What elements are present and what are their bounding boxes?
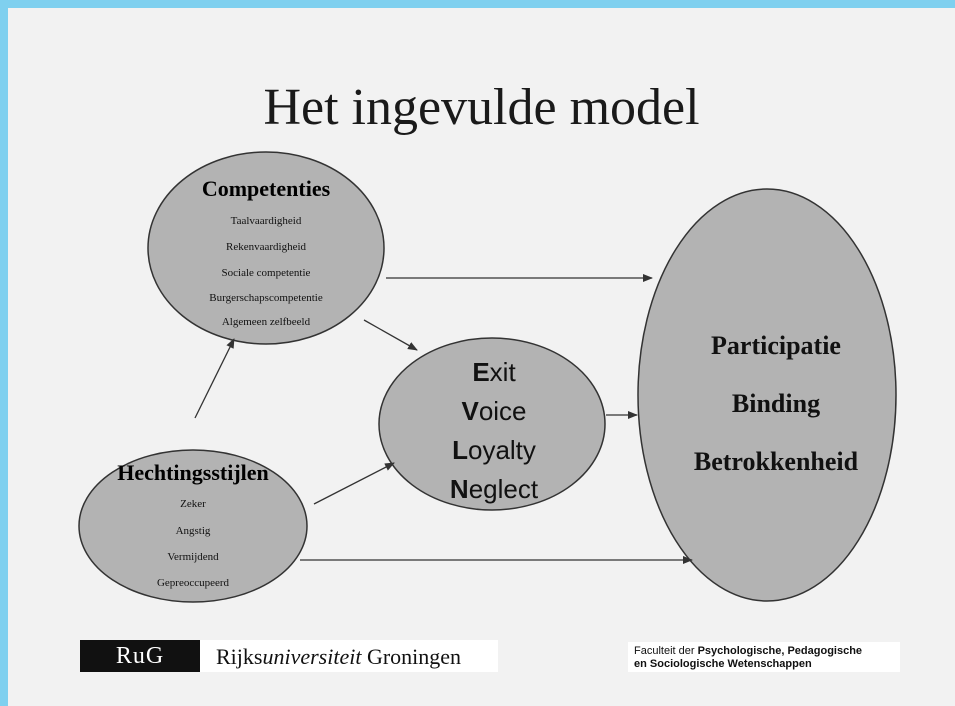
hechtingsstijlen-item: Angstig [176, 525, 211, 537]
faculty-label: Faculteit der Psychologische, Pedagogisc… [628, 642, 900, 672]
competenties-item: Sociale competentie [222, 267, 311, 279]
slide: Het ingevulde model Competenties Taalvaa… [8, 8, 955, 706]
competenties-item: Taalvaardigheid [231, 215, 302, 227]
rug-logo-abbr: RuG [115, 642, 165, 669]
model-diagram: Competenties Taalvaardigheid Rekenvaardi… [78, 151, 897, 603]
faculty-line-2: en Sociologische Wetenschappen [634, 658, 812, 670]
outcome-betrokkenheid: Betrokkenheid [694, 447, 859, 476]
competenties-item: Burgerschapscompetentie [209, 292, 323, 304]
evln-voice: Voice [461, 396, 526, 426]
university-name: Rijksuniversiteit Groningen [216, 644, 462, 669]
arrow-hecht-to-evln [313, 462, 395, 505]
competenties-ellipse [147, 151, 385, 345]
hechtingsstijlen-item: Zeker [180, 498, 206, 510]
evln-exit: Exit [472, 357, 516, 387]
hechtingsstijlen-title: Hechtingsstijlen [117, 460, 269, 485]
competenties-item: Algemeen zelfbeeld [222, 316, 311, 328]
rug-logo: RuG Rijksuniversiteit Groningen [80, 640, 498, 672]
arrow-comp-to-evln [363, 319, 418, 351]
hechtingsstijlen-item: Vermijdend [167, 551, 219, 563]
hechtingsstijlen-item: Gepreoccupeerd [157, 577, 230, 589]
outcome-ellipse [637, 188, 897, 602]
outcome-binding: Binding [732, 389, 820, 418]
rug-logo-block: RuG [80, 640, 200, 672]
competenties-item: Rekenvaardigheid [226, 241, 307, 253]
evln-neglect: Neglect [450, 474, 539, 504]
arrow-hecht-to-comp [194, 338, 235, 419]
evln-ellipse [378, 337, 606, 511]
hechtingsstijlen-ellipse [78, 449, 308, 603]
outcome-participatie: Participatie [711, 331, 841, 360]
evln-loyalty: Loyalty [452, 435, 536, 465]
slide-title: Het ingevulde model [263, 79, 700, 136]
faculty-line-1: Faculteit der Psychologische, Pedagogisc… [634, 645, 863, 657]
competenties-title: Competenties [202, 176, 331, 201]
